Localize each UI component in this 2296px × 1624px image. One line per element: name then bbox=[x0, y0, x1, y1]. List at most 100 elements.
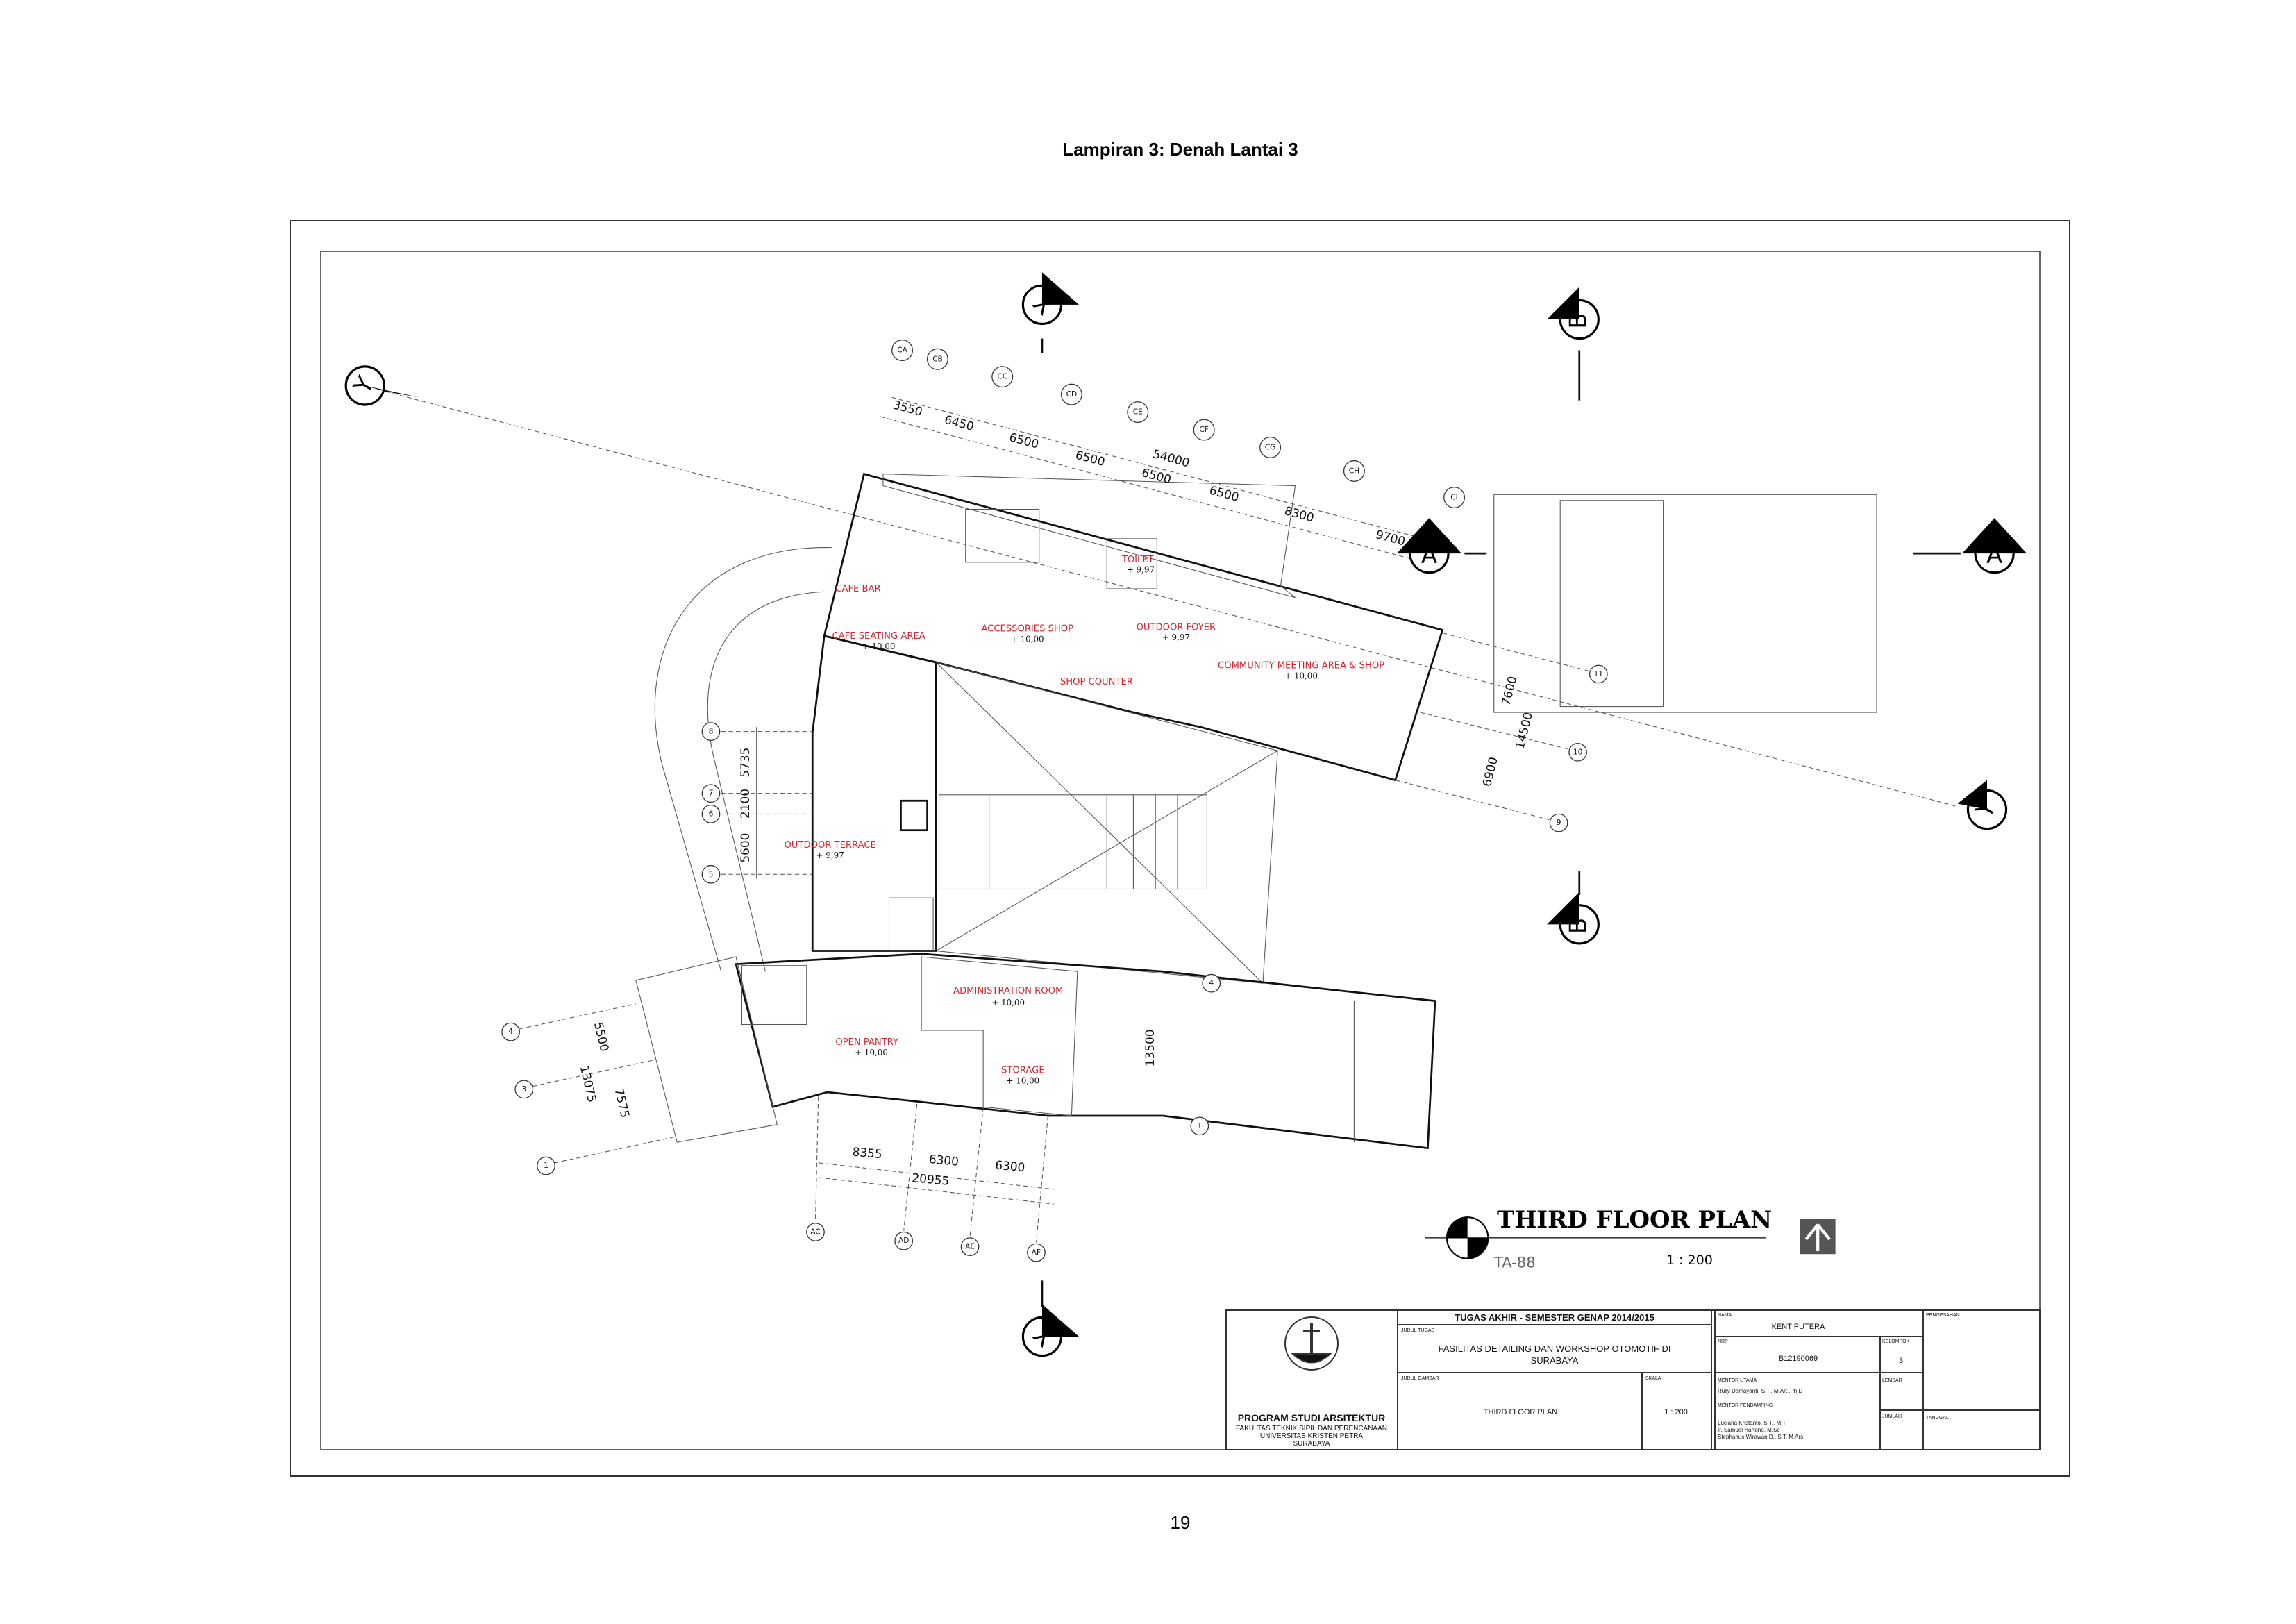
dimension: 13500 bbox=[1143, 1029, 1157, 1066]
grid-label: CB bbox=[932, 355, 943, 363]
grid-label: 4 bbox=[508, 1028, 513, 1036]
grid-label: 4 bbox=[1209, 979, 1214, 987]
co-mentor: Ir. Samuel Hartono, M.Sc bbox=[1718, 1427, 1779, 1433]
page-heading: Lampiran 3: Denah Lantai 3 bbox=[1062, 139, 1298, 160]
grid-bubbles-left bbox=[501, 722, 721, 1175]
svg-text:A: A bbox=[1421, 542, 1437, 569]
room-label: ADMINISTRATION ROOM bbox=[953, 986, 1063, 996]
field-label: MENTOR UTAMA bbox=[1718, 1378, 1757, 1383]
room-label: TOILET bbox=[1121, 555, 1155, 565]
grid-label: CE bbox=[1133, 408, 1143, 417]
dimension: 2100 bbox=[738, 789, 752, 819]
grid-label: CC bbox=[997, 373, 1007, 381]
dimension: 7600 bbox=[1499, 675, 1520, 708]
grid-label: AE bbox=[965, 1243, 975, 1251]
field-label: JUDUL GAMBAR bbox=[1401, 1376, 1439, 1381]
dimension: 6500 bbox=[1208, 483, 1241, 504]
field-label: PENGESAHAN bbox=[1926, 1313, 1960, 1318]
drawing-title: THIRD FLOOR PLAN bbox=[1484, 1408, 1557, 1416]
student-name: KENT PUTERA bbox=[1772, 1323, 1825, 1331]
room-level: + 10,00 bbox=[1284, 671, 1318, 680]
section-marker-y-left: Y bbox=[344, 365, 420, 406]
room-label: SHOP COUNTER bbox=[1060, 677, 1133, 687]
faculty-name: FAKULTAS TEKNIK SIPIL DAN PERENCANAAN bbox=[1236, 1425, 1387, 1432]
room-level: + 10,00 bbox=[991, 998, 1025, 1007]
student-nrp: B12190069 bbox=[1779, 1355, 1818, 1363]
section-marker-x-bottom: X bbox=[1021, 1304, 1079, 1357]
room-level: + 9,97 bbox=[1162, 633, 1190, 642]
field-label: SKALA bbox=[1645, 1376, 1661, 1381]
dimension: 5600 bbox=[738, 833, 752, 863]
toilet-block bbox=[1106, 538, 1157, 589]
room-label: OUTDOOR TERRACE bbox=[785, 840, 876, 851]
field-label: NRP bbox=[1718, 1339, 1728, 1344]
grid-label: 11 bbox=[1594, 670, 1603, 678]
field-label: JUDUL TUGAS bbox=[1401, 1328, 1435, 1333]
grid-bubbles-right bbox=[1549, 664, 1608, 832]
dimension: 8355 bbox=[852, 1145, 883, 1162]
program-name: PROGRAM STUDI ARSITEKTUR bbox=[1238, 1412, 1386, 1423]
svg-text:B: B bbox=[1564, 918, 1591, 934]
dimension: 13075 bbox=[578, 1064, 600, 1104]
west-wing-wall bbox=[811, 635, 937, 952]
dimension: 6300 bbox=[928, 1152, 960, 1169]
lift bbox=[900, 799, 928, 832]
north-wing-wall bbox=[823, 472, 1444, 782]
grid-label: 10 bbox=[1573, 748, 1583, 756]
project-title: FASILITAS DETAILING DAN WORKSHOP OTOMOTI… bbox=[1439, 1343, 1671, 1354]
plan-title-block: THIRD FLOOR PLAN TA-88 1 : 200 bbox=[1425, 1205, 1836, 1271]
dimension: 6450 bbox=[943, 412, 975, 433]
grid-bubbles-bottom bbox=[806, 973, 1221, 1262]
south-wing-wall bbox=[735, 953, 1436, 1150]
dimension: 8300 bbox=[1283, 503, 1316, 524]
grid-label: CF bbox=[1199, 426, 1209, 434]
grid-bubbles-top bbox=[891, 340, 1466, 509]
dimension: 5500 bbox=[592, 1021, 612, 1053]
section-marker-b-top: B bbox=[1547, 287, 1600, 340]
grid-label: 9 bbox=[1557, 819, 1561, 827]
drawing-scale: 1 : 200 bbox=[1664, 1408, 1688, 1416]
dimension: 9700 bbox=[1374, 527, 1407, 548]
grid-label: CA bbox=[897, 346, 907, 355]
section-marker-b-bottom: B bbox=[1547, 891, 1600, 945]
adjacent-building bbox=[1493, 494, 1877, 713]
section-marker-x-top: X bbox=[1021, 272, 1079, 325]
dimension: 7575 bbox=[612, 1087, 632, 1119]
inner-frame bbox=[320, 251, 2041, 1450]
co-mentor: Luciana Kristanto, S.T., M.T. bbox=[1718, 1420, 1787, 1426]
field-label: LEMBAR bbox=[1882, 1378, 1902, 1383]
section-line-y bbox=[385, 391, 1958, 807]
section-marker-a-right: A bbox=[1961, 518, 2027, 574]
grid-label: CI bbox=[1450, 494, 1458, 502]
course-title: TUGAS AKHIR - SEMESTER GENAP 2014/2015 bbox=[1455, 1312, 1654, 1323]
central-stair bbox=[939, 794, 1207, 890]
room-label: CAFE SEATING AREA bbox=[832, 631, 925, 642]
dimension: 54000 bbox=[1151, 446, 1191, 469]
field-label: TANGGAL bbox=[1926, 1416, 1949, 1421]
room-label: OUTDOOR FOYER bbox=[1137, 622, 1216, 633]
grid-label: CH bbox=[1349, 467, 1359, 475]
grid-label: 3 bbox=[521, 1085, 526, 1094]
room-label: STORAGE bbox=[1001, 1065, 1044, 1075]
grid-label: CG bbox=[1265, 443, 1276, 451]
plan-scale: 1 : 200 bbox=[1666, 1253, 1713, 1268]
dimension: 3550 bbox=[891, 398, 924, 419]
room-label: ACCESSORIES SHOP bbox=[981, 623, 1073, 634]
dimension: 6500 bbox=[1008, 430, 1041, 451]
room-level: + 9,97 bbox=[816, 851, 844, 860]
field-label: KELOMPOK bbox=[1882, 1339, 1910, 1344]
field-label: JUMLAH bbox=[1882, 1414, 1902, 1419]
room-level: + 9,97 bbox=[1127, 565, 1155, 575]
university-name: UNIVERSITAS KRISTEN PETRA bbox=[1260, 1432, 1364, 1440]
section-marker-y-right: Y bbox=[1957, 780, 2008, 830]
room-level: + 10,00 bbox=[1007, 1075, 1040, 1085]
plan-title: THIRD FLOOR PLAN bbox=[1497, 1205, 1772, 1233]
room-label: COMMUNITY MEETING AREA & SHOP bbox=[1218, 660, 1384, 671]
room-label: CAFE BAR bbox=[835, 584, 880, 594]
grid-label: 7 bbox=[709, 789, 714, 798]
field-label: NAMA bbox=[1718, 1313, 1732, 1318]
co-mentor: Stephanus Wirawan D., S.T, M.Ars. bbox=[1718, 1434, 1804, 1440]
field-label: MENTOR PENDAMPING bbox=[1718, 1403, 1773, 1408]
outer-frame bbox=[290, 220, 2070, 1477]
